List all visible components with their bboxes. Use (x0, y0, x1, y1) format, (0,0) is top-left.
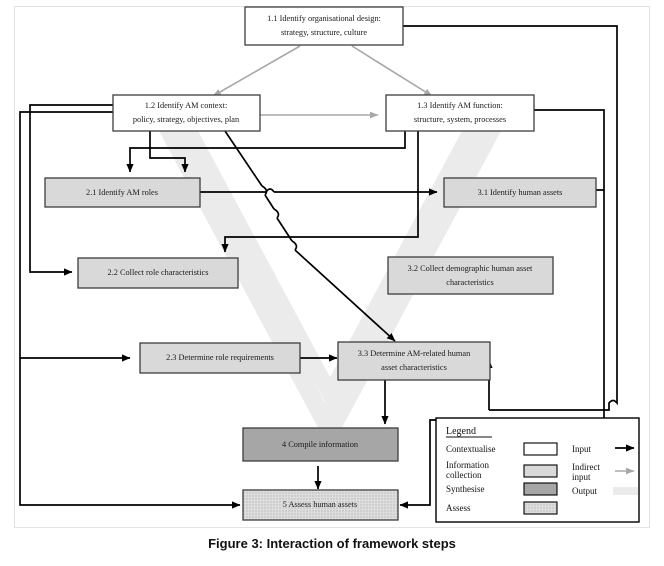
legend-arrow-label: Indirect (572, 462, 600, 472)
node-label: 2.2 Collect role characteristics (108, 268, 209, 277)
node-label: 1.3 Identify AM function: (417, 101, 503, 110)
node-3-3[interactable]: 3.3 Determine AM-related human asset cha… (337, 341, 491, 381)
output-flow-watermark (152, 114, 508, 450)
route-n13-to-n21 (126, 131, 406, 173)
diag-a (224, 130, 263, 187)
node-label: 5 Assess human assets (283, 500, 357, 509)
node-label: 2.1 Identify AM roles (86, 188, 158, 197)
n21-hop (265, 188, 275, 193)
node-label: 1.2 Identify AM context: (145, 101, 228, 110)
legend-item-contextualise: Contextualise (446, 442, 558, 456)
arrow-n11-to-n12 (212, 45, 301, 97)
legend-title: Legend (446, 426, 476, 437)
legend-item-synthesise: Synthesise (446, 482, 558, 496)
legend-item-input: Input (572, 444, 635, 454)
legend-swatch-information-collection (523, 464, 558, 478)
node-label: policy, strategy, objectives, plan (133, 115, 240, 124)
legend-swatch-assess (523, 501, 558, 515)
arrow-n11-to-n13 (351, 45, 433, 97)
legend-item-output: Output (572, 486, 638, 496)
nodes-layer: 1.1 Identify organisational design: stra… (44, 6, 597, 521)
legend-item-indirect-input: Indirect input (572, 462, 635, 482)
input-arrows (19, 25, 618, 509)
figure-caption: Figure 3: Interaction of framework steps (208, 536, 456, 551)
legend-swatch-label: Information (446, 460, 489, 470)
route-n13-to-n22 (221, 131, 419, 253)
node-2-3[interactable]: 2.3 Determine role requirements (139, 342, 301, 374)
legend-swatch-contextualise (523, 442, 558, 456)
node-label: 2.3 Determine role requirements (166, 353, 274, 362)
indirect-input-arrows (212, 45, 433, 119)
diag-b (264, 194, 275, 210)
route-n12-to-n5 (19, 358, 241, 509)
node-label: characteristics (446, 278, 493, 287)
node-label: 1.1 Identify organisational design: (267, 14, 381, 23)
node-5[interactable]: 5 Assess human assets (242, 489, 399, 521)
node-label: structure, system, processes (414, 115, 506, 124)
diag-hop-2 (273, 208, 280, 219)
node-4[interactable]: 4 Compile information (242, 427, 399, 462)
diag-hop-3 (291, 240, 298, 251)
arrow-diag-to-n33 (294, 249, 396, 342)
legend-swatch-label: Contextualise (446, 444, 496, 454)
route-n12-to-n22 (29, 104, 113, 276)
node-label: asset characteristics (381, 363, 447, 372)
legend-arrow-label: Input (572, 444, 591, 454)
node-1-2[interactable]: 1.2 Identify AM context: policy, strateg… (112, 94, 261, 132)
diag-hop-1 (261, 185, 268, 196)
node-1-1[interactable]: 1.1 Identify organisational design: stra… (244, 6, 404, 46)
route-to-n5-right (399, 190, 605, 509)
legend: Legend Contextualise Information collect… (435, 417, 640, 523)
legend-arrow-label: Output (572, 486, 598, 496)
legend-item-information-collection: Information collection (446, 460, 558, 480)
legend-item-assess: Assess (446, 501, 558, 515)
legend-swatch-label: collection (446, 470, 482, 480)
node-1-3[interactable]: 1.3 Identify AM function: structure, sys… (385, 94, 535, 132)
route-n11-to-n33 (403, 25, 618, 411)
node-label: strategy, structure, culture (281, 28, 367, 37)
route-n12-to-n23 (19, 111, 131, 362)
node-2-1[interactable]: 2.1 Identify AM roles (44, 177, 201, 208)
node-3-2[interactable]: 3.2 Collect demographic human asset char… (387, 256, 554, 295)
node-2-2[interactable]: 2.2 Collect role characteristics (77, 257, 239, 289)
legend-swatch-synthesise (523, 482, 558, 496)
legend-swatch-label: Assess (446, 503, 471, 513)
node-label: 3.2 Collect demographic human asset (408, 264, 533, 273)
node-label: 3.3 Determine AM-related human (358, 349, 471, 358)
legend-arrow-label: input (572, 472, 591, 482)
legend-swatch-label: Synthesise (446, 484, 485, 494)
node-label: 3.1 Identify human assets (478, 188, 563, 197)
node-label: 4 Compile information (282, 440, 359, 449)
route-n12-to-n21 (149, 131, 189, 173)
node-3-1[interactable]: 3.1 Identify human assets (443, 177, 597, 208)
